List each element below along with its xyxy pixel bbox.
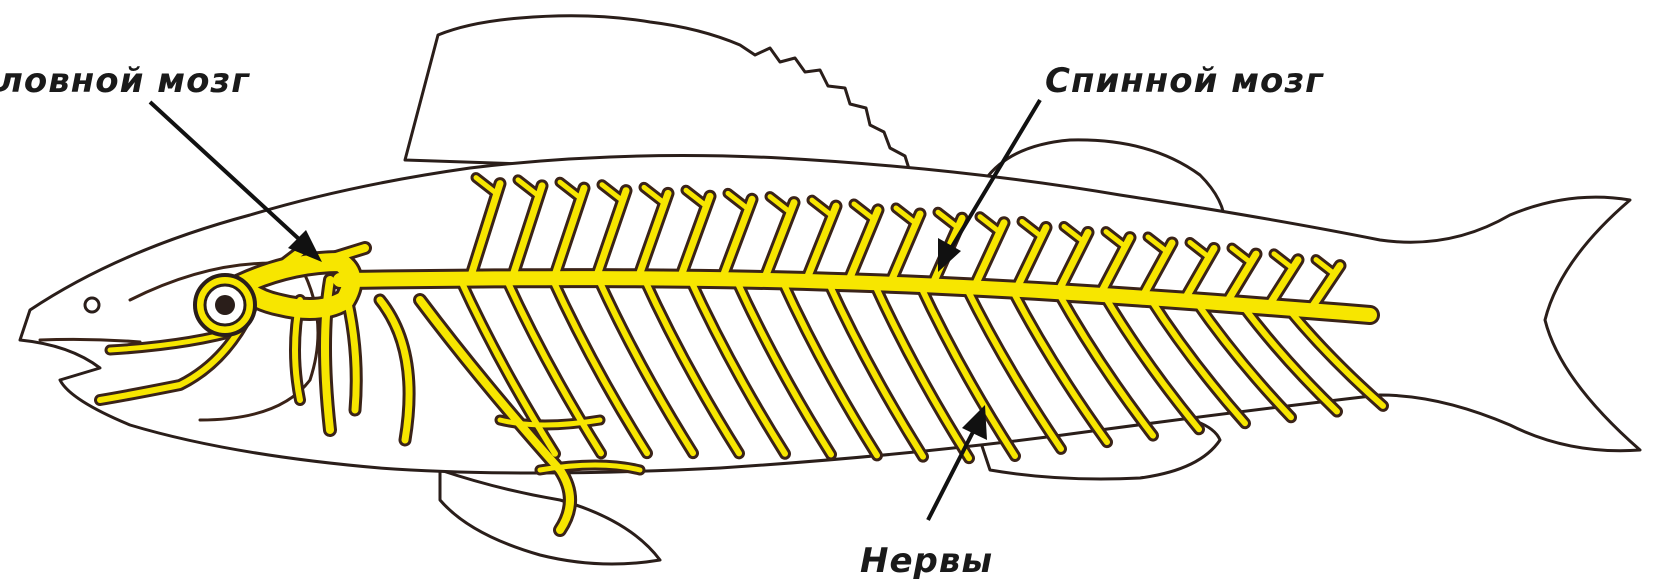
nostril [85, 298, 99, 312]
label-nerves: Нервы [860, 541, 993, 581]
label-spinal-cord: Спинной мозг [1045, 61, 1324, 101]
fish-body-outline [20, 156, 1640, 473]
pelvic-fin [440, 470, 660, 564]
label-brain: ловной мозг [0, 61, 250, 101]
eye-pupil [215, 295, 235, 315]
